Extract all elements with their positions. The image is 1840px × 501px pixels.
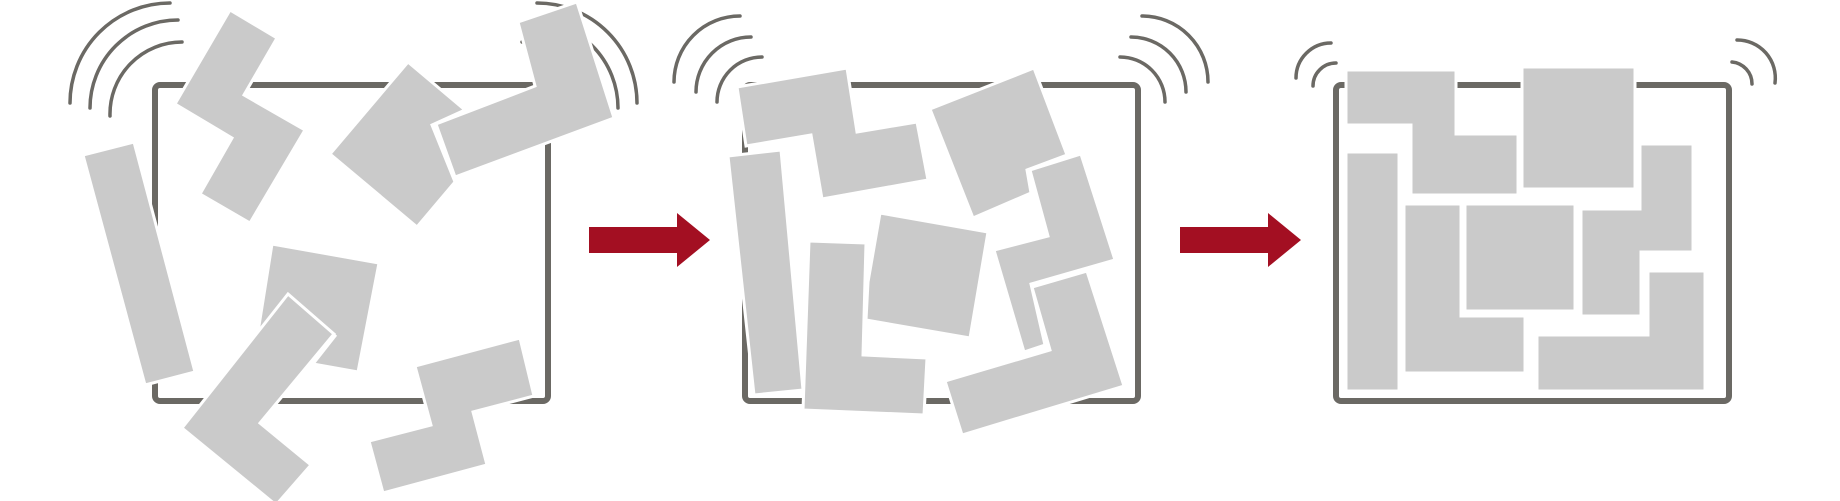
piece-square-tilted <box>928 66 1069 220</box>
piece-t-tetromino <box>367 336 536 495</box>
arrow-right-icon <box>589 213 710 267</box>
piece-l-tetromino <box>1402 202 1527 375</box>
piece-z-tetromino <box>943 269 1126 437</box>
piece-square-tilted <box>327 59 468 230</box>
piece-long-bar <box>1344 150 1401 393</box>
vibration-waves-icon <box>1730 38 1778 86</box>
piece-long-bar <box>726 148 805 397</box>
stage-packed <box>1294 38 1778 404</box>
piece-bar-vertical <box>992 152 1117 354</box>
piece-square <box>864 211 990 340</box>
stage-chaotic <box>68 0 639 501</box>
piece-square <box>1463 202 1577 313</box>
vibration-waves-icon <box>68 1 184 118</box>
piece-l-tetromino <box>1344 68 1520 197</box>
vibration-waves-icon <box>672 14 764 104</box>
piece-long-bar <box>434 0 616 179</box>
piece-s-tetromino <box>1579 142 1695 318</box>
piece-l-tetromino <box>801 239 929 417</box>
piece-square <box>1520 65 1637 191</box>
piece-s-tetromino <box>735 66 930 201</box>
piece-s-tetromino <box>172 7 308 226</box>
piece-z-tetromino <box>179 291 337 501</box>
piece-j-tetromino <box>1535 269 1707 393</box>
stage-settling <box>672 14 1210 437</box>
vibration-waves-icon <box>1118 14 1210 104</box>
piece-bar <box>81 140 197 387</box>
vibration-waves-icon <box>1294 41 1338 88</box>
arrow-right-icon <box>1180 213 1301 267</box>
